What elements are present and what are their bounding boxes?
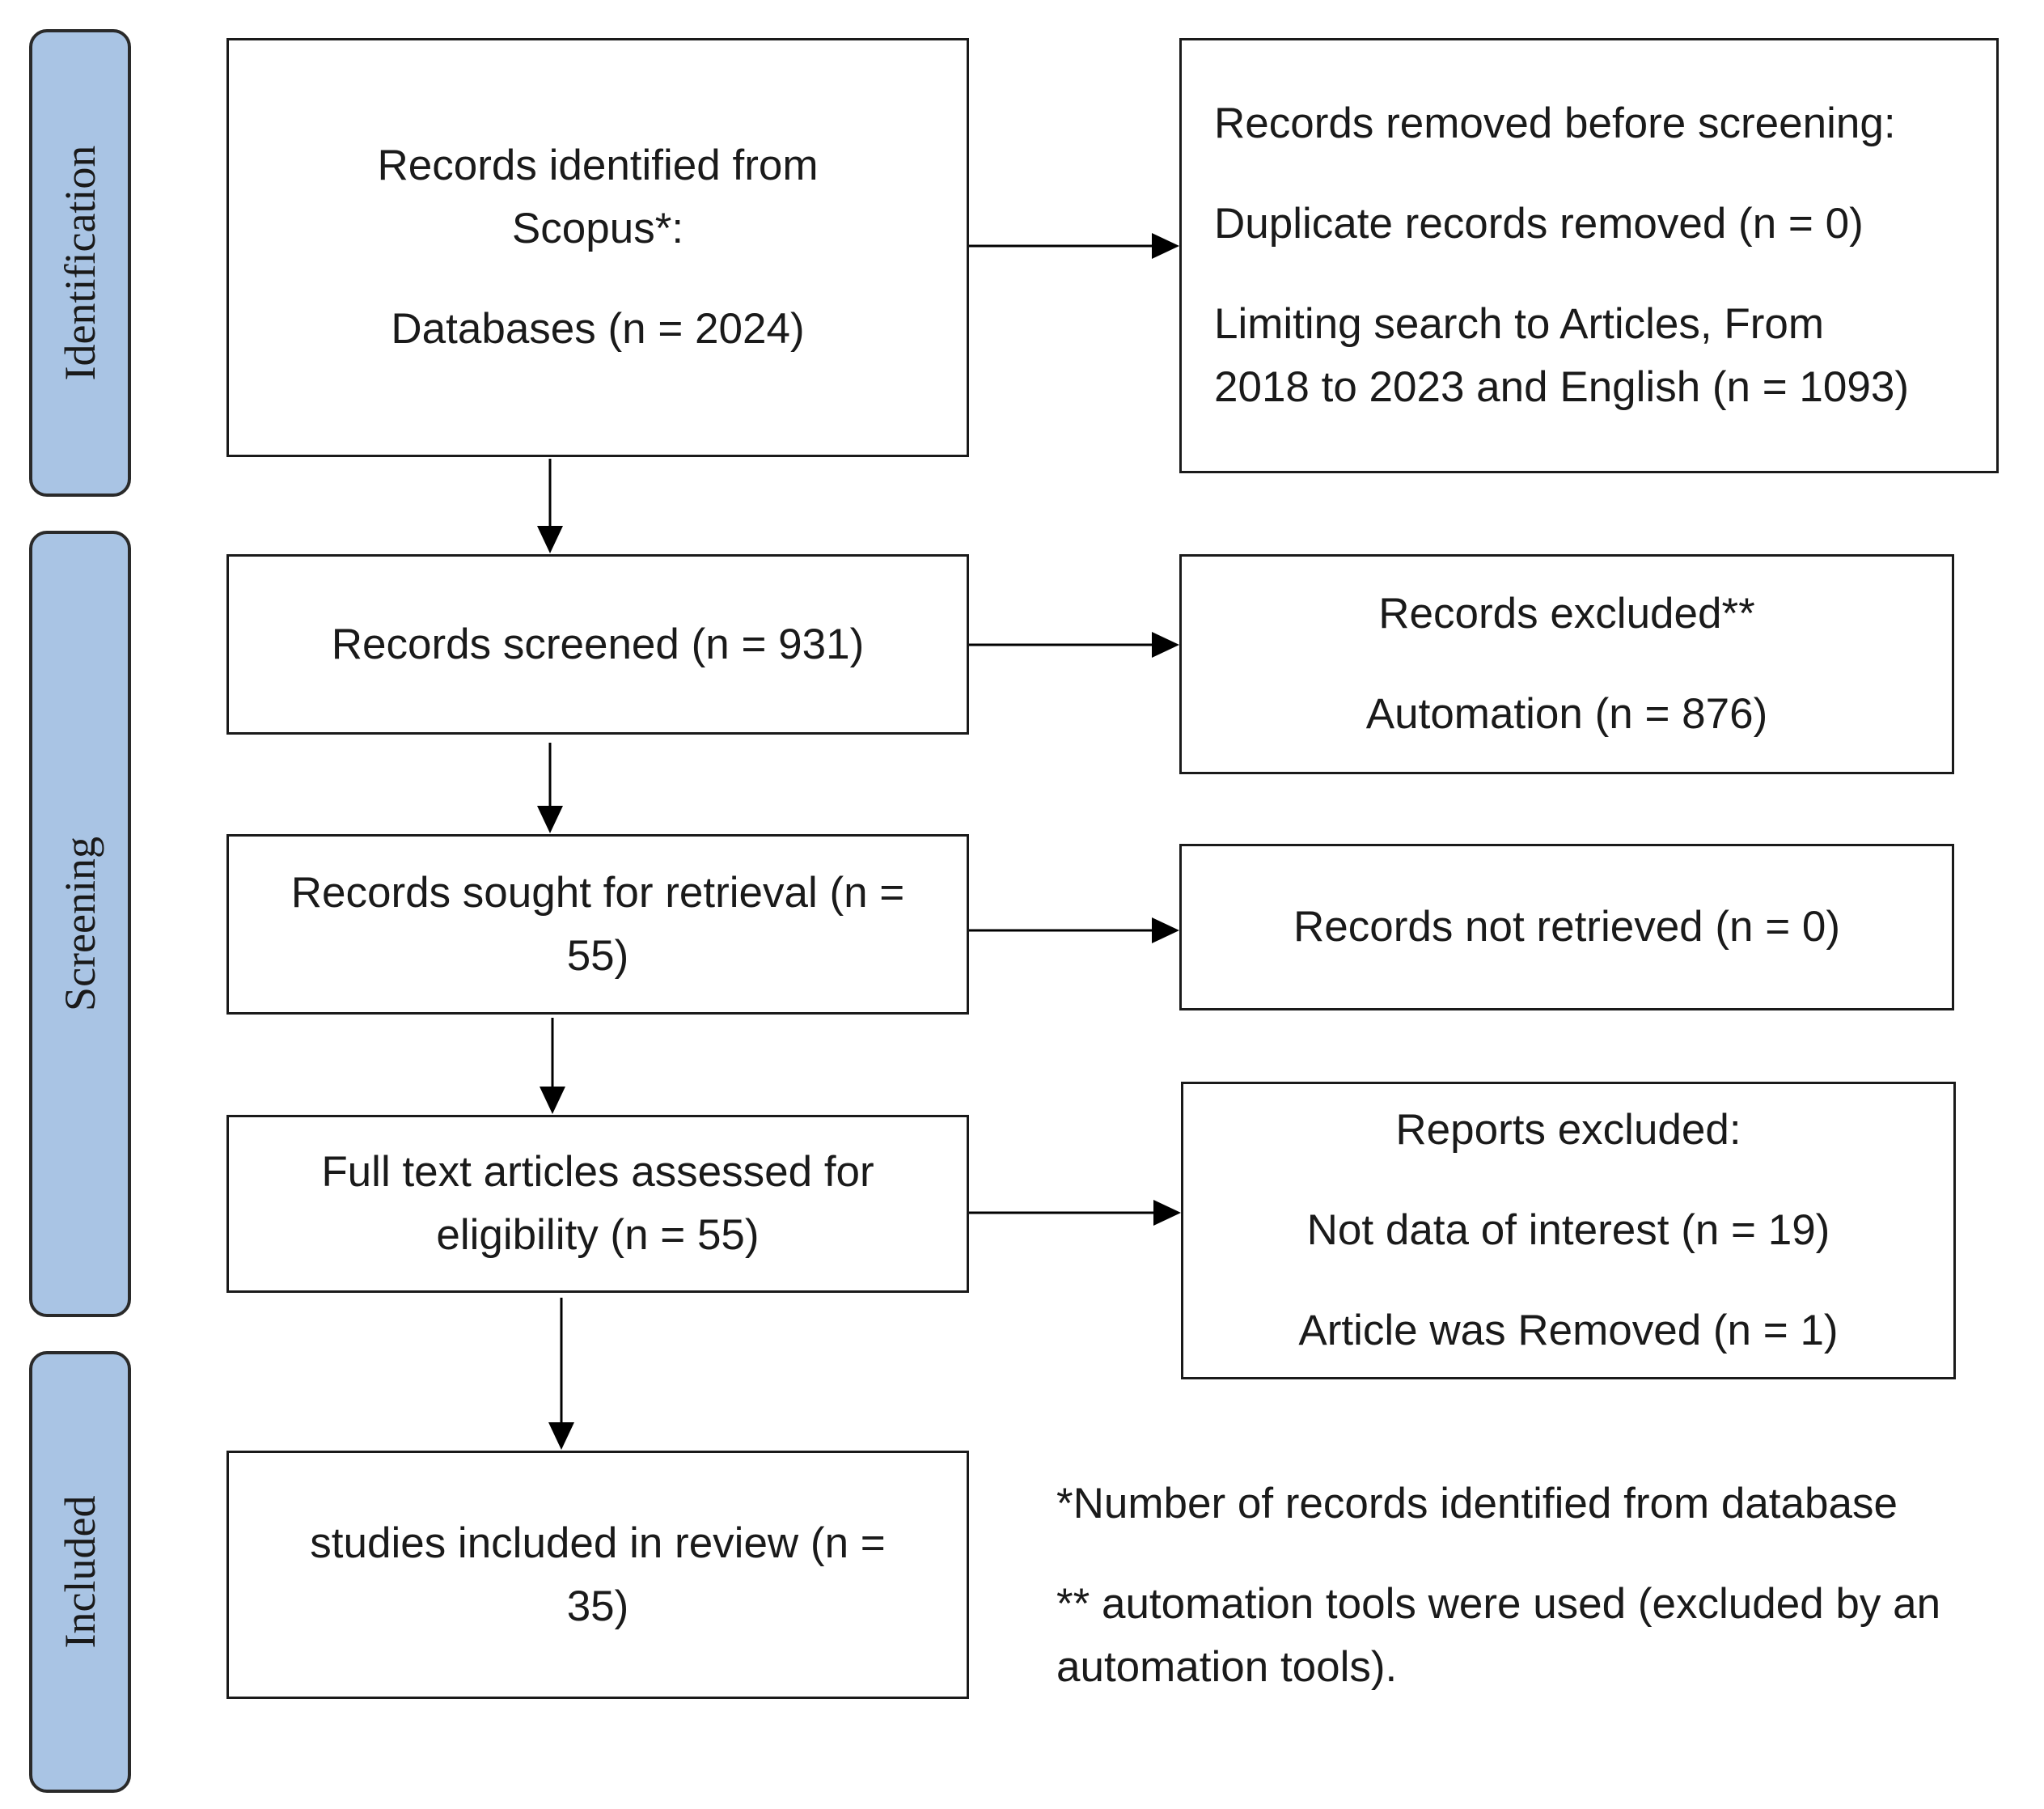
arrowhead-identified-to-removed [1152,233,1179,259]
footnote-records-identified: *Number of records identified from datab… [1056,1480,1898,1527]
studies-included-line2: 35) [566,1582,629,1630]
records-excluded-box: Records excluded** Automation (n = 876) [1179,554,1954,774]
records-removed-heading: Records removed before screening: [1214,100,1896,147]
phase-identification-label: Identification [56,145,104,381]
records-identified-line2: Scopus*: [511,205,684,252]
records-not-retrieved-text: Records not retrieved (n = 0) [1293,903,1841,951]
records-excluded-automation: Automation (n = 876) [1365,690,1768,738]
full-text-assessed-box: Full text articles assessed for eligibil… [226,1115,969,1293]
arrowhead-screened-to-excluded [1152,632,1179,658]
records-screened-box: Records screened (n = 931) [226,554,969,735]
duplicate-records-removed: Duplicate records removed (n = 0) [1214,200,1864,248]
studies-included-line1: studies included in review (n = [310,1519,886,1567]
records-sought-box: Records sought for retrieval (n = 55) [226,834,969,1015]
reports-excluded-not-of-interest: Not data of interest (n = 19) [1306,1206,1830,1254]
arrowhead-screened-to-sought [537,806,563,833]
full-text-assessed-line1: Full text articles assessed for [321,1148,874,1196]
phase-screening: Screening [29,531,131,1317]
reports-excluded-heading: Reports excluded: [1395,1106,1741,1154]
arrowhead-assessed-to-reports-excluded [1153,1200,1181,1226]
records-removed-box: Records removed before screening: Duplic… [1179,38,1999,473]
footnote-automation-line2: automation tools). [1056,1643,1398,1691]
full-text-assessed-line2: eligibility (n = 55) [436,1211,760,1259]
footnotes: *Number of records identified from datab… [1056,1472,2027,1699]
records-screened-text: Records screened (n = 931) [331,620,865,668]
records-sought-line2: 55) [566,931,629,980]
arrowhead-assessed-to-included [548,1422,574,1450]
records-identified-databases: Databases (n = 2024) [391,305,805,353]
records-identified-line1: Records identified from [377,142,819,189]
arrowhead-identified-to-screened [537,526,563,553]
arrowhead-sought-to-assessed [540,1087,565,1114]
reports-excluded-box: Reports excluded: Not data of interest (… [1181,1082,1956,1379]
studies-included-box: studies included in review (n = 35) [226,1451,969,1699]
phase-identification: Identification [29,29,131,497]
limiting-search-line1: Limiting search to Articles, From [1214,300,1825,348]
records-sought-line1: Records sought for retrieval (n = [290,868,905,917]
phase-included-label: Included [56,1495,104,1649]
arrowhead-sought-to-not-retrieved [1152,917,1179,943]
records-not-retrieved-box: Records not retrieved (n = 0) [1179,844,1954,1010]
records-excluded-heading: Records excluded** [1378,590,1755,638]
phase-screening-label: Screening [56,837,104,1011]
records-identified-box: Records identified from Scopus*: Databas… [226,38,969,457]
limiting-search-line2: 2018 to 2023 and English (n = 1093) [1214,363,1909,411]
phase-included: Included [29,1351,131,1793]
footnote-automation-line1: ** automation tools were used (excluded … [1056,1580,1941,1628]
reports-excluded-removed: Article was Removed (n = 1) [1298,1307,1839,1354]
